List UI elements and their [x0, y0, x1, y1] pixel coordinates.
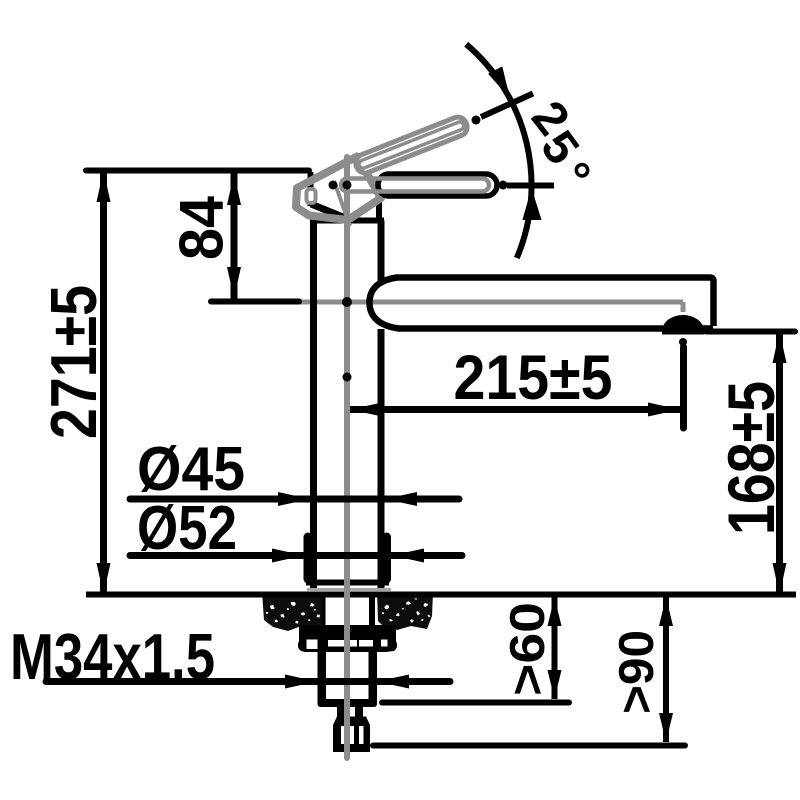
- svg-text:Ø52: Ø52: [137, 494, 237, 563]
- svg-text:Ø45: Ø45: [137, 435, 245, 504]
- svg-text:>90: >90: [610, 630, 664, 714]
- svg-text:M34x1.5: M34x1.5: [10, 620, 215, 693]
- svg-text:271±5: 271±5: [37, 285, 110, 439]
- svg-text:84: 84: [168, 196, 237, 260]
- svg-text:168±5: 168±5: [714, 381, 788, 535]
- svg-text:215±5: 215±5: [454, 343, 613, 413]
- svg-text:>60: >60: [501, 602, 555, 696]
